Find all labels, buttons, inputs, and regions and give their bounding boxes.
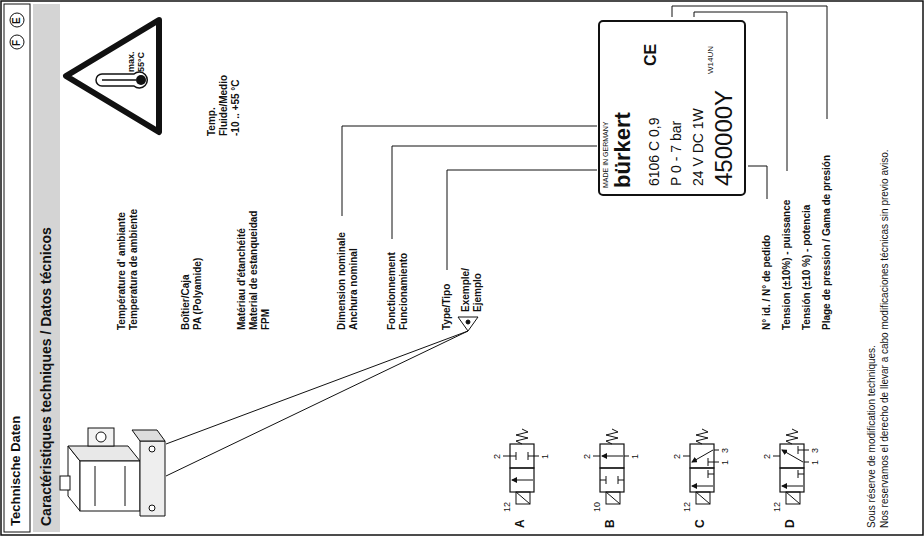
spec-label: 12	[502, 502, 512, 512]
node-text: 450000Y	[710, 90, 738, 186]
spec-label: Type/Tipo	[441, 284, 453, 330]
spec-label: 12	[772, 502, 782, 512]
spec-label: C	[694, 519, 708, 528]
valve-symbol-d	[773, 429, 809, 504]
name-plate: MADE IN GERMANYbürkert 6106 C 0,9 CE P 0 - …	[598, 20, 746, 196]
valve-illustration	[60, 428, 165, 516]
spec-label: Matériau d'étanchéité	[236, 228, 248, 330]
spec-label: N° id. / N° de pedido	[761, 235, 773, 330]
spec-label: Tensión (±10 %) - potencia	[801, 205, 813, 330]
node-text: P 0 - 7 bar	[668, 121, 684, 186]
valve-symbol-a	[503, 429, 539, 504]
spec-label: Dimension nominale	[336, 232, 348, 330]
title-bar	[4, 4, 30, 532]
spec-label: -10 .. +55 °C	[230, 79, 242, 136]
spec-label: Boîtier/Caja	[180, 274, 192, 330]
valve-symbol-c	[683, 429, 719, 504]
spec-label: Funcionamiento	[398, 253, 410, 330]
spec-label: Sous réserve de modification techniques.	[866, 345, 878, 528]
spec-label: Nos reservamos el derecho de llevar a ca…	[879, 98, 891, 528]
node-text: F	[11, 40, 23, 46]
spec-label: Temp.	[206, 107, 218, 136]
spec-label: 10	[592, 502, 602, 512]
node-text: E	[11, 17, 23, 24]
spec-label: 3	[720, 448, 730, 453]
section-heading: Caractéristiques techniques / Datos técn…	[38, 227, 54, 526]
node-text: bürkert	[610, 112, 635, 188]
node-text: 6106 C 0,9	[646, 118, 662, 187]
thermometer-icon	[96, 72, 147, 88]
spec-label: Température d' ambiante	[116, 212, 128, 330]
spec-label: B	[604, 519, 618, 528]
spec-label: A	[514, 519, 528, 528]
node-text: CE	[642, 44, 660, 66]
language-badge: F	[9, 34, 25, 50]
spec-label: 3	[810, 448, 820, 453]
thermometer-bulb	[136, 75, 146, 85]
zoom-wedge	[166, 317, 478, 476]
spec-label: Exemple/ Ejemplo	[460, 260, 483, 312]
node-text: 24 V DC 1W	[690, 108, 706, 186]
warning-triangle-outline	[62, 16, 162, 136]
spec-label: Plage de pression / Gama de presión	[821, 155, 833, 330]
spec-label: PA (Polyamide)	[192, 258, 204, 330]
node-text: max. 55°C	[126, 42, 147, 72]
spec-label: FPM	[260, 309, 272, 330]
spec-label: Fonctionnement	[386, 252, 398, 330]
subtitle-band	[33, 4, 60, 532]
spec-label: D	[784, 519, 798, 528]
spec-label: 1	[810, 460, 820, 465]
node-text: MADE IN GERMANY	[602, 121, 610, 188]
spec-label: Temperatura de ambiente	[128, 209, 140, 330]
spec-label: Fluide/Medio	[218, 75, 230, 136]
spec-label: 12	[682, 502, 692, 512]
spec-label: Tension (±10%) - puissance	[781, 200, 793, 330]
spec-label: Material de estanqueidad	[248, 211, 260, 330]
valve-symbol-b	[593, 429, 629, 504]
warning-triangle: max. 55°C	[62, 16, 162, 136]
spec-label: 1	[720, 460, 730, 465]
node-text: W14UN	[706, 46, 715, 74]
spec-label: 2	[762, 454, 772, 459]
page-title: Technische Daten	[9, 416, 24, 526]
spec-label: 2	[492, 454, 502, 459]
language-badge: E	[9, 12, 25, 28]
spec-label: 1	[630, 454, 640, 459]
spec-label: Anchura nominal	[348, 248, 360, 330]
leader-lines	[342, 6, 827, 270]
spec-label: 2	[672, 454, 682, 459]
spec-label: 2	[582, 454, 592, 459]
spec-label: 1	[540, 454, 550, 459]
